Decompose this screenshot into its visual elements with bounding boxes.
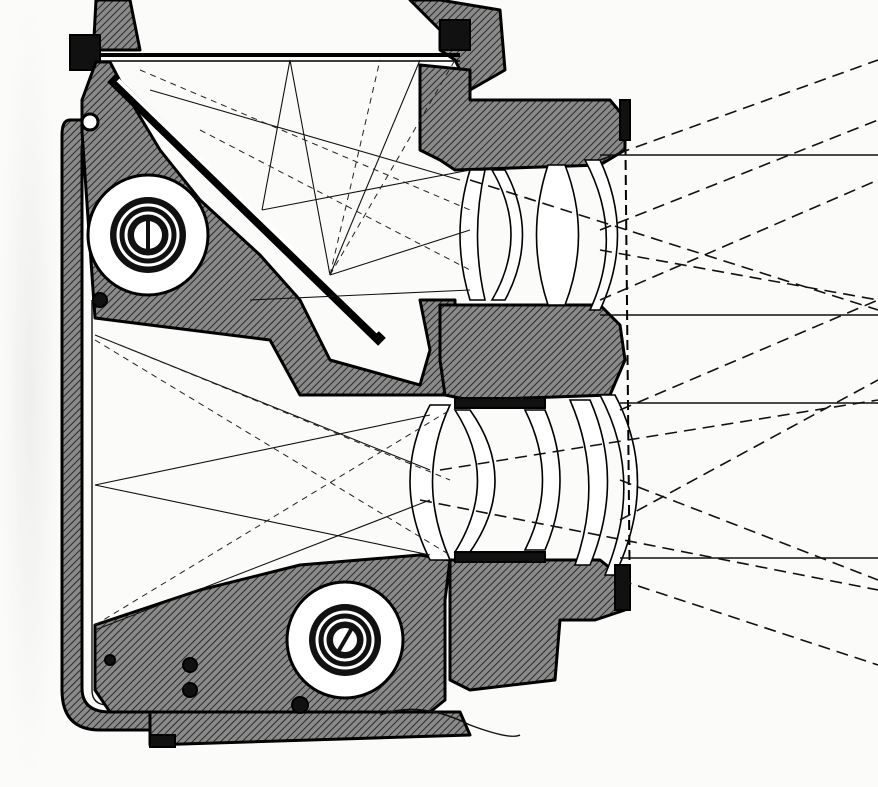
- lens-board-middle: [438, 303, 627, 402]
- hardware-details: [80, 112, 309, 748]
- viewing-lens-housing-top: [418, 63, 627, 172]
- viewing-lens: [459, 159, 619, 311]
- film-spool-top: [86, 173, 210, 297]
- viewfinder-hood: [92, 0, 142, 52]
- shutter-top: [454, 397, 546, 409]
- exterior-rays: [419, 59, 878, 666]
- reflex-mirror: [107, 74, 386, 346]
- viewing-rays: [139, 59, 471, 301]
- base-plate: [148, 710, 472, 747]
- taking-lens-housing-bottom: [448, 558, 627, 692]
- taking-rays: [94, 334, 451, 631]
- taking-lens: [409, 394, 639, 576]
- shutter-bottom: [454, 551, 546, 563]
- film-spool-bottom: [285, 580, 405, 700]
- lens-front-plane: [624, 99, 631, 611]
- strap-lug: [379, 708, 521, 737]
- hood-hinge-right: [439, 19, 471, 51]
- upper-chamber-body: [80, 60, 457, 397]
- paper-texture: [0, 0, 60, 787]
